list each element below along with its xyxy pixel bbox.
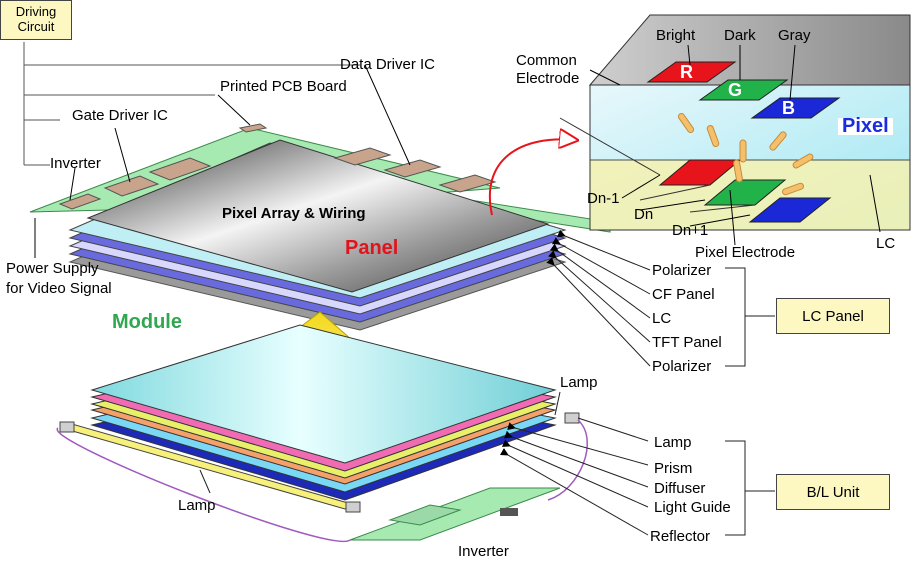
bright-label: Bright [656,27,696,44]
g-filter-label: G [728,80,743,100]
pcb-pointer [217,94,251,126]
pixel-pointers [589,44,881,246]
gate-pointer [114,127,131,183]
driving-circuit-label: Driving Circuit [15,4,57,34]
driving-circuit-box: Driving Circuit [0,0,72,40]
panel-label: Panel [345,237,399,259]
common-electrode-label-2: Electrode [516,70,580,87]
inverter-top-label: Inverter [50,155,101,172]
bl-leaders [199,391,775,536]
bl-unit-box-label: B/L Unit [806,483,860,501]
b-filter-label: B [782,98,795,118]
prism-label: Prism [654,460,693,477]
reflector-label: Reflector [650,528,711,545]
lc-right-label: LC [876,235,896,252]
pixel-box [559,14,911,231]
polarizer-top-label: Polarizer [652,262,712,279]
bl-unit-box: B/L Unit [776,474,890,510]
pixel-electrode-label: Pixel Electrode [695,244,796,261]
lc-layer-label: LC [652,310,672,327]
lamp-right-label: Lamp [654,434,692,451]
pixel-array-wiring-label: Pixel Array & Wiring [222,205,366,222]
gate-driver-ic-label: Gate Driver IC [72,107,168,124]
dn-label: Dn [634,206,654,223]
common-electrode-label-1: Common [516,52,577,69]
driving-circuit-wires [23,42,360,166]
printed-pcb-board-label: Printed PCB Board [220,78,347,95]
zoom-arrow [489,139,575,216]
inverter-bottom-label: Inverter [458,543,509,560]
polarizer-bottom-label: Polarizer [652,358,712,375]
lamp-wires [56,419,588,543]
dark-label: Dark [724,27,756,44]
light-guide-label: Light Guide [654,499,731,516]
inverter-board [349,487,561,541]
panel-layers [68,139,567,331]
module-label: Module [112,311,182,333]
cf-panel-label: CF Panel [652,286,715,303]
data-driver-pointer [364,64,411,166]
tft-panel-label: TFT Panel [652,334,722,351]
lc-panel-box: LC Panel [776,298,890,334]
lamp-left-label: Lamp [178,497,216,514]
lc-leaders [546,229,775,367]
dn-minus-1-label: Dn-1 [587,190,620,207]
lamp-top-label: Lamp [560,374,598,391]
r-filter-label: R [680,62,693,82]
backlight-layers [59,324,580,513]
pixel-label: Pixel [838,116,893,136]
gray-label: Gray [778,27,811,44]
power-supply-label-1: Power Supply [6,260,99,277]
inverter-pointer [69,167,76,201]
power-supply-label-2: for Video Signal [6,280,112,297]
driver-ic-chips [58,123,497,210]
diffuser-label: Diffuser [654,480,706,497]
lc-panel-box-label: LC Panel [802,307,864,325]
data-driver-ic-label: Data Driver IC [340,56,436,73]
dn-plus-1-label: Dn+1 [672,222,709,239]
